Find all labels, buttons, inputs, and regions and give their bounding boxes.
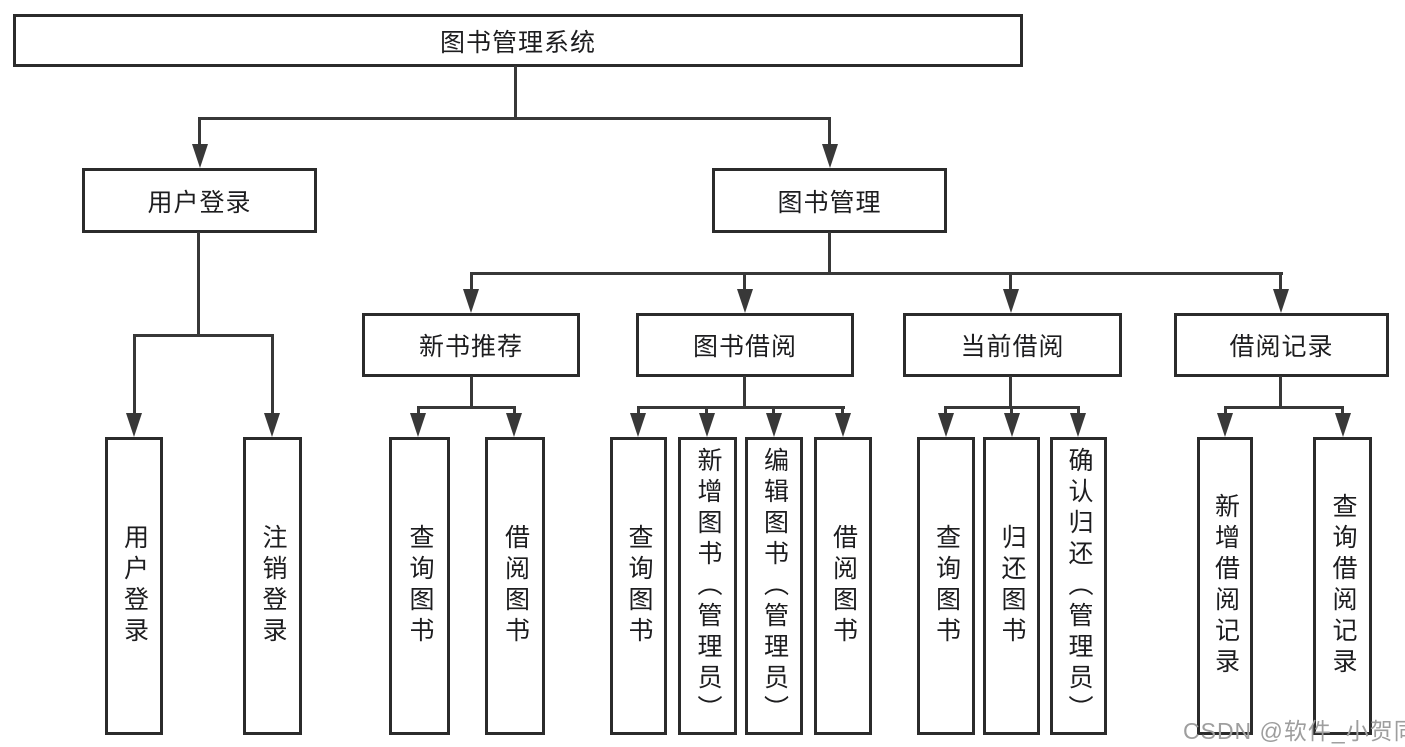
arrow-down-icon [463, 289, 479, 313]
arrow-down-icon [126, 413, 142, 437]
connector-current-stub-3 [1077, 406, 1080, 418]
node-book-borrow: 图书借阅 [636, 313, 854, 377]
leaf-query-book-newrec-label: 查询图书 [406, 524, 434, 648]
leaf-borrow-book-borrow: 借阅图书 [814, 437, 872, 735]
connector-borrow-hline [637, 406, 845, 409]
leaf-add-borrow-record-label: 新增借阅记录 [1211, 493, 1240, 679]
leaf-edit-book-admin: 编辑图书（管理员） [745, 437, 803, 735]
arrow-down-icon [1273, 289, 1289, 313]
connector-user-login-vline [197, 232, 200, 337]
connector-borrow-stub-2 [705, 406, 708, 418]
leaf-return-book: 归还图书 [983, 437, 1040, 735]
connector-book-mgmt-stub-2 [743, 272, 746, 292]
node-borrow-records: 借阅记录 [1174, 313, 1389, 377]
leaf-query-book-current-label: 查询图书 [932, 524, 961, 648]
leaf-query-borrow-record: 查询借阅记录 [1313, 437, 1372, 735]
arrow-down-icon [737, 289, 753, 313]
node-new-book-recommend-label: 新书推荐 [418, 333, 523, 361]
connector-book-mgmt-vline [828, 232, 831, 275]
leaf-query-book-current: 查询图书 [917, 437, 975, 735]
connector-user-login-stub-left [133, 334, 136, 416]
node-current-borrow-label: 当前借阅 [960, 333, 1065, 361]
connector-records-stub-2 [1341, 406, 1344, 418]
node-current-borrow: 当前借阅 [903, 313, 1122, 377]
node-root-label: 图书管理系统 [439, 28, 596, 57]
connector-root-stub-right [828, 117, 831, 147]
connector-current-vline [1009, 376, 1012, 409]
arrow-down-icon [1003, 289, 1019, 313]
node-user-login: 用户登录 [82, 168, 317, 233]
csdn-watermark: CSDN @软件_小贺同学 [1183, 718, 1405, 744]
connector-records-hline [1224, 406, 1344, 409]
connector-root-vline [514, 66, 517, 119]
node-root: 图书管理系统 [13, 14, 1023, 67]
connector-book-mgmt-stub-1 [470, 272, 473, 292]
leaf-query-book-borrow-label: 查询图书 [625, 524, 653, 648]
arrow-down-icon [1335, 413, 1351, 437]
connector-newrec-stub-1 [417, 406, 420, 418]
arrow-down-icon [699, 413, 715, 437]
node-borrow-records-label: 借阅记录 [1229, 333, 1334, 361]
connector-current-stub-1 [944, 406, 947, 418]
leaf-add-book-admin: 新增图书（管理员） [678, 437, 737, 735]
arrow-down-icon [192, 144, 208, 168]
leaf-confirm-return-admin: 确认归还（管理员） [1050, 437, 1107, 735]
leaf-add-borrow-record: 新增借阅记录 [1197, 437, 1253, 735]
connector-borrow-vline [743, 376, 746, 409]
leaf-edit-book-admin-label: 编辑图书（管理员） [760, 446, 789, 726]
leaf-query-borrow-record-label: 查询借阅记录 [1329, 493, 1357, 679]
leaf-logout-login: 注销登录 [243, 437, 302, 735]
connector-newrec-hline [417, 406, 516, 409]
leaf-return-book-label: 归还图书 [998, 524, 1026, 648]
connector-borrow-stub-4 [841, 406, 844, 418]
node-book-borrow-label: 图书借阅 [692, 333, 797, 361]
arrow-down-icon [822, 144, 838, 168]
arrow-down-icon [835, 413, 851, 437]
leaf-user-login-label: 用户登录 [120, 524, 149, 648]
leaf-add-book-admin-label: 新增图书（管理员） [694, 446, 722, 726]
node-new-book-recommend: 新书推荐 [362, 313, 580, 377]
connector-borrow-stub-1 [637, 406, 640, 418]
arrow-down-icon [264, 413, 280, 437]
arrow-down-icon [1070, 413, 1086, 437]
connector-newrec-vline [470, 376, 473, 409]
arrow-down-icon [630, 413, 646, 437]
connector-borrow-stub-3 [772, 406, 775, 418]
connector-records-stub-1 [1224, 406, 1227, 418]
connector-user-login-stub-right [271, 334, 274, 416]
leaf-user-login: 用户登录 [105, 437, 163, 735]
node-book-management: 图书管理 [712, 168, 947, 233]
leaf-borrow-book-newrec: 借阅图书 [485, 437, 545, 735]
connector-root-hline [198, 117, 831, 120]
leaf-query-book-newrec: 查询图书 [389, 437, 450, 735]
connector-book-mgmt-stub-4 [1279, 272, 1282, 292]
arrow-down-icon [506, 413, 522, 437]
connector-newrec-stub-2 [513, 406, 516, 418]
connector-root-stub-left [198, 117, 201, 147]
connector-book-mgmt-hline [470, 272, 1283, 275]
node-book-management-label: 图书管理 [777, 188, 882, 217]
arrow-down-icon [410, 413, 426, 437]
leaf-borrow-book-newrec-label: 借阅图书 [501, 524, 530, 648]
leaf-borrow-book-borrow-label: 借阅图书 [829, 524, 858, 648]
connector-records-vline [1279, 376, 1282, 409]
leaf-logout-login-label: 注销登录 [259, 524, 287, 648]
connector-book-mgmt-stub-3 [1009, 272, 1012, 292]
leaf-query-book-borrow: 查询图书 [610, 437, 667, 735]
arrow-down-icon [1004, 413, 1020, 437]
arrow-down-icon [1217, 413, 1233, 437]
leaf-confirm-return-admin-label: 确认归还（管理员） [1065, 446, 1093, 726]
arrow-down-icon [766, 413, 782, 437]
connector-current-stub-2 [1010, 406, 1013, 418]
connector-user-login-hline [133, 334, 274, 337]
node-user-login-label: 用户登录 [147, 188, 252, 217]
arrow-down-icon [938, 413, 954, 437]
